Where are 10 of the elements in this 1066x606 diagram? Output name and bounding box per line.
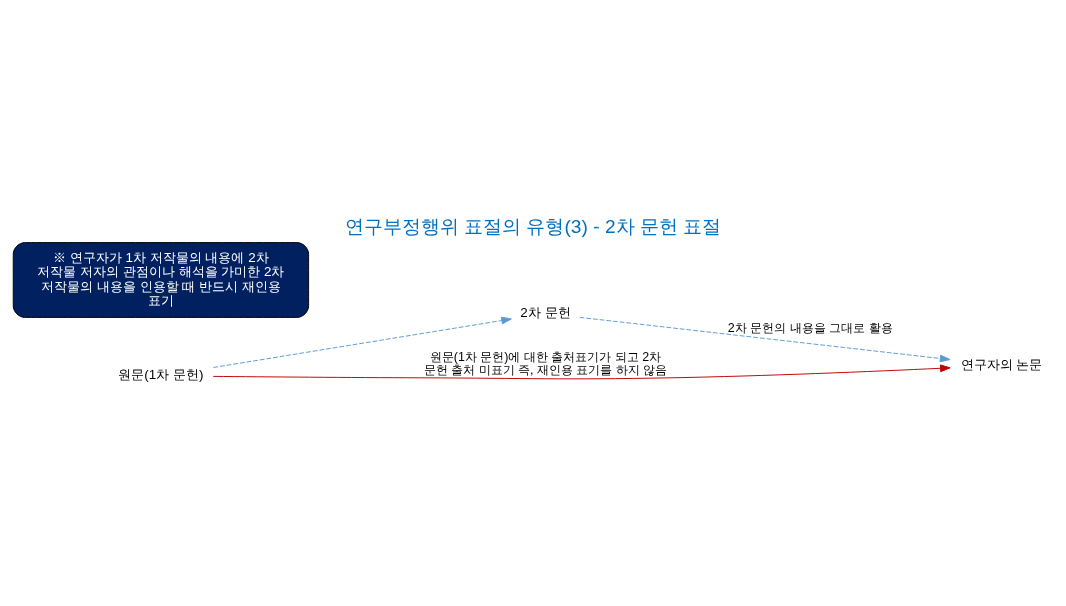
node-text: 연구자의 논문 <box>960 356 1043 372</box>
arrow <box>212 363 951 379</box>
edge-label: 2차 문헌의 내용을 그대로 활용 <box>727 320 893 335</box>
node-box: ※ 연구자가 1차 저작물의 내용에 2차 저작물 저자의 관점이나 해석을 가미한 2차 저작물의 내용을 인용할 때 반드시 재인용 표기 <box>12 241 310 318</box>
node-text: 2차 문헌 <box>520 304 571 320</box>
arrow <box>213 316 512 368</box>
arrow <box>579 316 951 362</box>
diagram-title: 연구부정행위 표절의 유형(3) - 2차 문헌 표절 <box>344 215 722 237</box>
edge-label: 원문(1차 문헌)에 대한 출처표기가 되고 2차 문헌 출처 미표기 즉, 재인용 표기를 하지 않음 <box>423 349 668 377</box>
node-text: 원문(1차 문헌) <box>118 366 204 382</box>
